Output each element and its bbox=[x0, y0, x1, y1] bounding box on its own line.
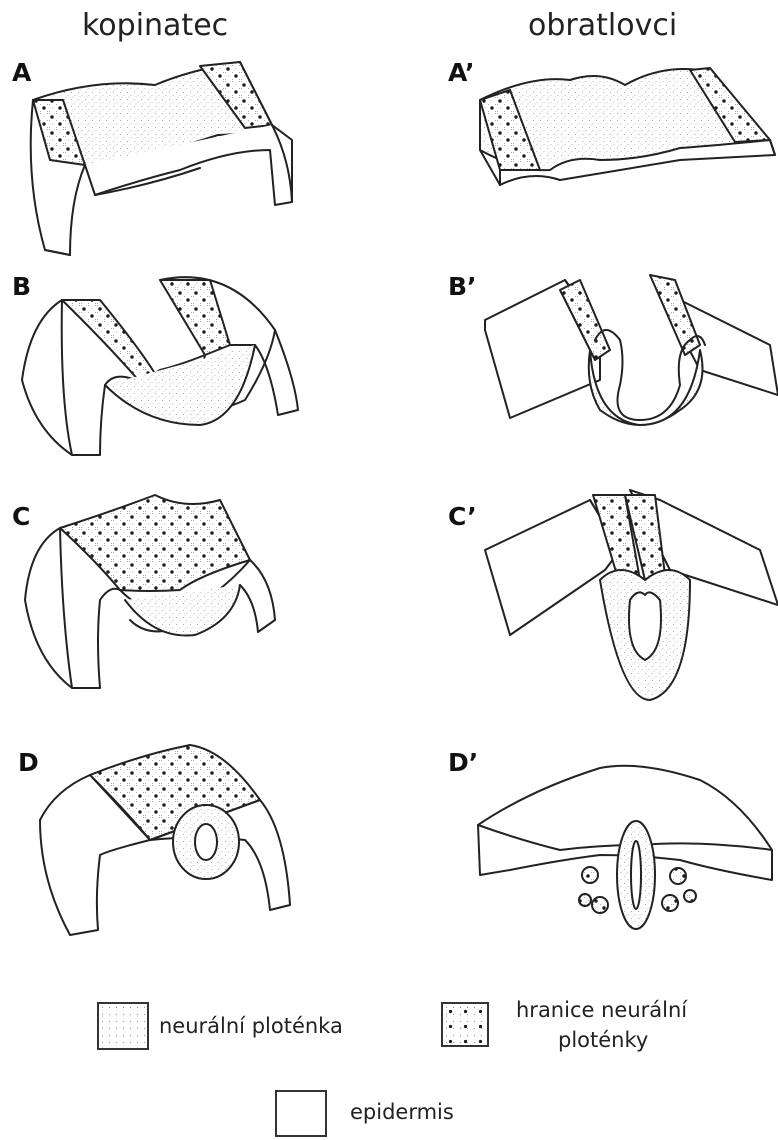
legend-swatch-epidermis bbox=[275, 1090, 327, 1137]
legend-label-neural-border-1: hranice neurální bbox=[516, 996, 687, 1024]
legend-swatch-neural-plate bbox=[97, 1002, 149, 1050]
diagram-d-prime bbox=[478, 766, 772, 929]
legend-label-neural-plate: neurální ploténka bbox=[159, 1012, 343, 1040]
legend-label-neural-border-2: ploténky bbox=[558, 1026, 648, 1054]
diagram-a bbox=[31, 62, 292, 255]
diagram-a-prime bbox=[480, 68, 775, 185]
diagram-d bbox=[40, 745, 290, 935]
legend-label-epidermis: epidermis bbox=[350, 1098, 454, 1126]
diagram-b-prime bbox=[485, 275, 778, 425]
diagram-b bbox=[22, 277, 298, 455]
diagram-c-prime bbox=[485, 490, 778, 700]
legend-swatch-neural-border bbox=[441, 1002, 489, 1047]
diagram-c bbox=[25, 495, 275, 688]
